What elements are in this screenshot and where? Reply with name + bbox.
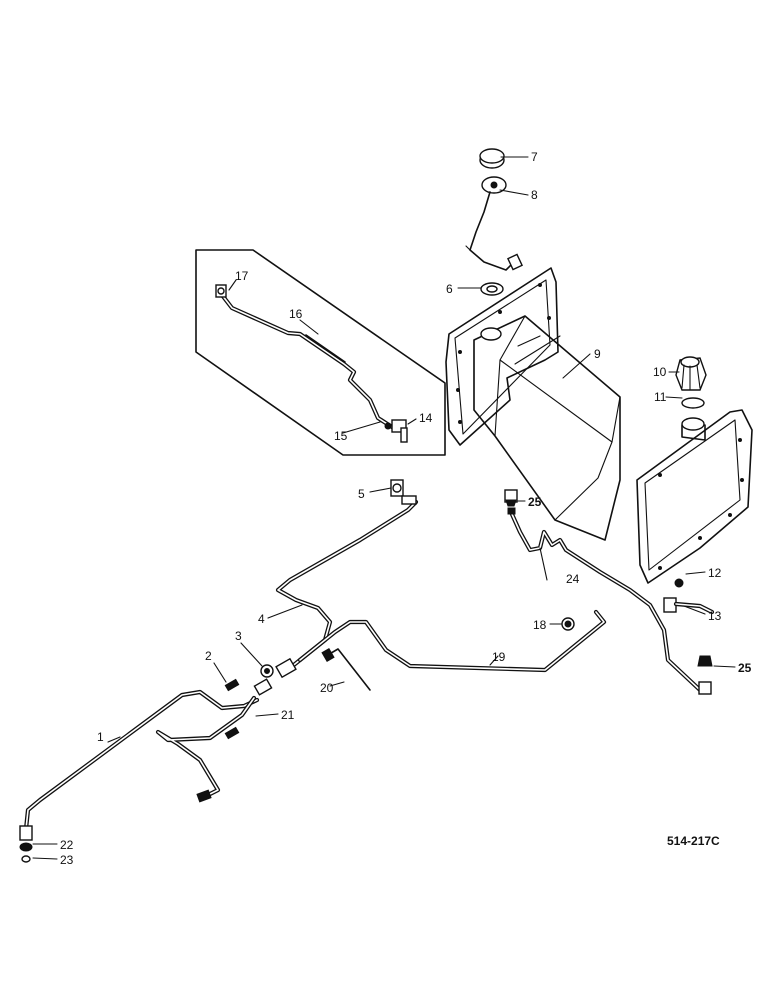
fitting-25-upper <box>504 489 518 515</box>
callout-22: 22 <box>60 838 74 852</box>
callout-5: 5 <box>358 487 365 501</box>
fuel-tank <box>445 267 753 584</box>
fitting-18 <box>561 617 575 631</box>
flange-bolt-holes <box>456 283 551 424</box>
callout-24: 24 <box>566 572 580 586</box>
fitting-13 <box>663 597 715 615</box>
fuel-line-1 <box>23 689 260 832</box>
fuel-line-4 <box>275 499 419 675</box>
callout-25-upper: 25 <box>528 495 542 509</box>
fitting-12 <box>674 578 684 588</box>
gauge-sender-8 <box>465 176 523 271</box>
gasket-6 <box>480 282 504 296</box>
callout-13: 13 <box>708 609 722 623</box>
inset-fitting-14 <box>384 419 408 443</box>
fitting-2 <box>224 678 240 740</box>
callout-11: 11 <box>654 390 667 404</box>
callout-17: 17 <box>235 269 249 283</box>
fuel-line-19 <box>297 609 607 673</box>
callout-8: 8 <box>531 188 538 202</box>
callout-20: 20 <box>320 681 334 695</box>
figure-code: 514-217C <box>667 834 720 848</box>
leader-lines <box>32 156 736 860</box>
filler-cap-10 <box>675 356 707 391</box>
callout-12: 12 <box>708 566 722 580</box>
callout-10: 10 <box>653 365 667 379</box>
fitting-3 <box>253 657 297 696</box>
cap-7 <box>479 148 505 169</box>
callout-25-lower: 25 <box>738 661 752 675</box>
callout-7: 7 <box>531 150 538 164</box>
fuel-line-24 <box>508 509 709 693</box>
callout-18: 18 <box>533 618 547 632</box>
key-20 <box>321 647 371 691</box>
callout-labels: 1 2 3 4 5 6 7 8 9 10 11 12 13 14 15 16 1… <box>60 150 752 867</box>
inset-fuel-line <box>219 292 395 430</box>
callout-2: 2 <box>205 649 212 663</box>
fitting-22-23 <box>19 825 33 863</box>
fitting-5 <box>390 479 417 505</box>
callout-4: 4 <box>258 612 265 626</box>
callout-21: 21 <box>281 708 295 722</box>
callout-15: 15 <box>334 429 348 443</box>
fitting-21-end <box>196 789 212 803</box>
callout-1: 1 <box>97 730 104 744</box>
flange-bolt-holes-right <box>658 438 744 570</box>
seal-11 <box>681 397 705 409</box>
fuel-line-21 <box>155 695 257 799</box>
callout-19: 19 <box>492 650 506 664</box>
inset-panel <box>195 249 446 456</box>
callout-9: 9 <box>594 347 601 361</box>
callout-3: 3 <box>235 629 242 643</box>
callout-16: 16 <box>289 307 303 321</box>
callout-14: 14 <box>419 411 433 425</box>
inset-fitting-17 <box>215 284 227 298</box>
sender-parts <box>465 148 523 296</box>
callout-23: 23 <box>60 853 74 867</box>
callout-6: 6 <box>446 282 453 296</box>
fitting-25-lower <box>697 655 713 695</box>
